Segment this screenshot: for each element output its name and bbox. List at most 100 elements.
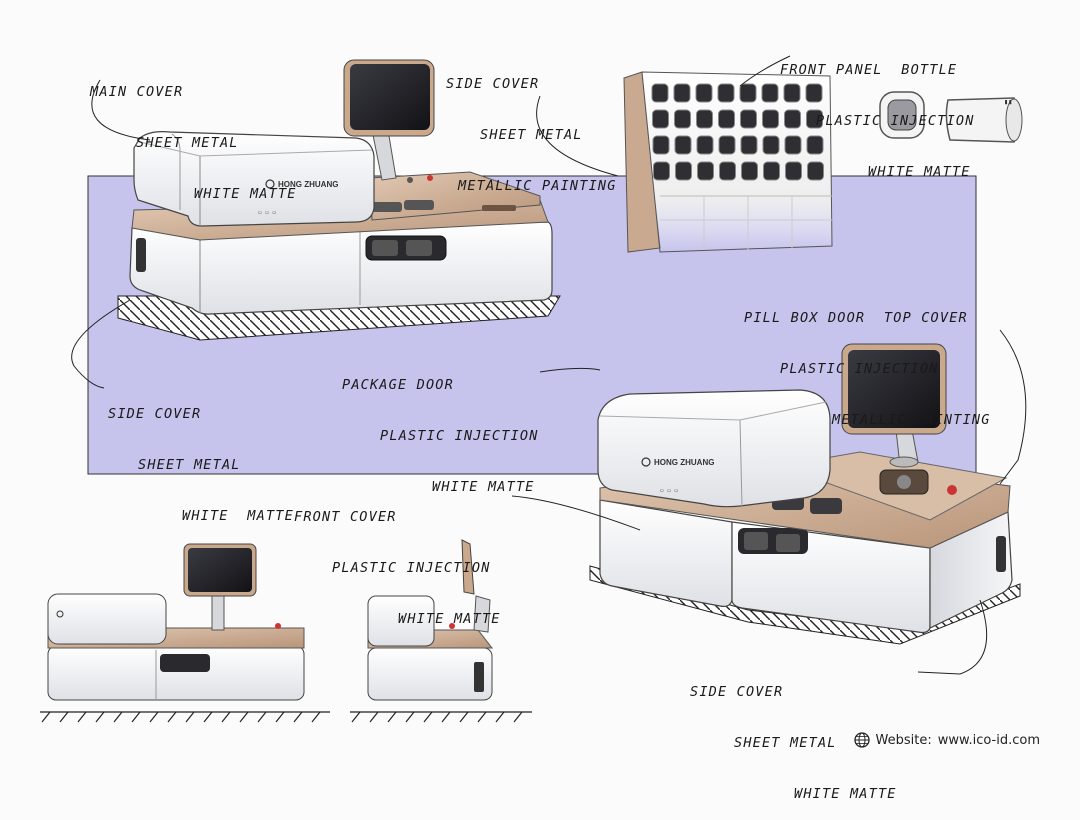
ground-tick (275, 711, 285, 723)
bottle-slot (762, 135, 780, 155)
ground-tick (203, 711, 213, 723)
footer-url[interactable]: www.ico-id.com (937, 732, 1040, 748)
svg-text:▭ ▭ ▭: ▭ ▭ ▭ (258, 209, 276, 216)
callout-side-cover-left: SIDE COVER SHEET METAL WHITE MATTE (108, 372, 294, 542)
bottle-slot (653, 161, 670, 181)
machine-top-left: HONG ZHUANG ▭ ▭ ▭ (117, 59, 561, 341)
bottle-slot (697, 161, 714, 181)
callout-front-cover: FRONT COVER PLASTIC INJECTION WHITE MATT… (294, 475, 501, 645)
callout-line: SIDE COVER (446, 76, 540, 92)
bottle-slot (695, 83, 713, 103)
callout-main-cover: MAIN COVER SHEET METAL WHITE MATTE (90, 50, 297, 220)
ground-tick (293, 711, 303, 723)
ground-tick (113, 711, 123, 723)
front-panel-module (623, 71, 833, 253)
callout-line: PILL BOX DOOR TOP COVER (744, 310, 968, 326)
bottle-front-view (879, 91, 925, 139)
bottle-slot (762, 109, 779, 129)
bottle-slot (696, 109, 713, 129)
callout-line: WHITE MATTE (194, 186, 297, 202)
callout-line: WHITE MATTE (398, 611, 501, 627)
ground-tick (477, 711, 487, 723)
bottle-slot (719, 161, 736, 181)
ground-tick (387, 711, 397, 723)
bottle-grid (651, 83, 824, 181)
bottle-slot (785, 161, 802, 181)
ground-tick (423, 711, 433, 723)
callout-line: PACKAGE DOOR (342, 377, 454, 393)
bottle-slot (805, 83, 823, 103)
machine-bottom-right: HONG ZHUANG ▭ ▭ ▭ (589, 343, 1021, 645)
callout-line: PLASTIC INJECTION (380, 428, 539, 444)
ground-tick (257, 711, 267, 723)
callout-line: FRONT PANEL BOTTLE (780, 62, 958, 78)
bottle-slot (717, 83, 735, 103)
ground-tick (369, 711, 379, 723)
bottle-slot (674, 135, 692, 155)
bottle-slot (651, 83, 669, 103)
callout-line: WHITE MATTE (868, 164, 971, 180)
bottle-slot (740, 135, 758, 155)
ground-tick (149, 711, 159, 723)
callout-line: PLASTIC INJECTION (780, 361, 939, 377)
bottle-slot (652, 135, 670, 155)
bottle-slot (674, 109, 691, 129)
bottle-side-view: ▮▮ (945, 97, 1023, 143)
bottle-slot (673, 83, 691, 103)
callout-side-cover-top: SIDE COVER SHEET METAL METALLIC PAINTING (446, 42, 617, 212)
brand-label-1: HONG ZHUANG (278, 180, 338, 189)
ground-tick (77, 711, 87, 723)
bottle-slot (807, 161, 824, 181)
bottle-slot (761, 83, 779, 103)
bottle-slot (806, 135, 824, 155)
callout-line: WHITE MATTE (794, 786, 897, 802)
ground-tick (95, 711, 105, 723)
bottle-slot (741, 161, 758, 181)
bottle-slot (718, 135, 736, 155)
callout-pill-box: PILL BOX DOOR TOP COVER PLASTIC INJECTIO… (744, 276, 991, 446)
callout-line: SIDE COVER (108, 406, 202, 422)
callout-package-door: PACKAGE DOOR PLASTIC INJECTION WHITE MAT… (342, 343, 539, 513)
illustration: HONG ZHUANG ▭ ▭ ▭ ▮▮ (40, 55, 1027, 723)
design-sheet: HONG ZHUANG ▭ ▭ ▭ ▮▮ (40, 28, 1040, 802)
ground-tick (59, 711, 69, 723)
callout-line: WHITE MATTE (432, 479, 535, 495)
callout-line: FRONT COVER (294, 509, 397, 525)
ground-tick (311, 711, 321, 723)
callout-line: SHEET METAL (480, 127, 583, 143)
callout-line: METALLIC PAINTING (832, 412, 991, 428)
callout-line: MAIN COVER (90, 84, 184, 100)
bottle-slot (784, 109, 801, 129)
globe-icon (853, 732, 870, 748)
ground-tick (131, 711, 141, 723)
callout-line: METALLIC PAINTING (458, 178, 617, 194)
ground-tick (513, 711, 523, 723)
svg-text:▮▮: ▮▮ (1004, 98, 1012, 106)
callout-line: SHEET METAL (136, 135, 239, 151)
callout-front-panel: FRONT PANEL BOTTLE PLASTIC INJECTION WHI… (780, 28, 975, 198)
ground-tick (239, 711, 249, 723)
bottle-slot (784, 135, 802, 155)
callout-line: SHEET METAL (138, 457, 241, 473)
callout-line: SIDE COVER (690, 684, 784, 700)
callout-line: WHITE MATTE (182, 508, 294, 524)
front-view (40, 543, 330, 723)
ground-tick (41, 711, 51, 723)
callout-line: PLASTIC INJECTION (816, 113, 975, 129)
bottle-slot (739, 83, 757, 103)
ground-tick (221, 711, 231, 723)
side-view (350, 539, 532, 723)
bottle-slot (696, 135, 714, 155)
footer-label: Website: (875, 732, 932, 748)
callout-line: SHEET METAL (734, 735, 837, 751)
brand-label-2: HONG ZHUANG (654, 458, 714, 467)
callout-line: PLASTIC INJECTION (332, 560, 491, 576)
leader-lines (71, 55, 1027, 675)
ground-tick (495, 711, 505, 723)
ground-tick (167, 711, 177, 723)
ground-tick (185, 711, 195, 723)
ground-tick (441, 711, 451, 723)
svg-text:▭ ▭ ▭: ▭ ▭ ▭ (660, 487, 678, 494)
bottle-slot (740, 109, 757, 129)
bottle-slot (675, 161, 692, 181)
